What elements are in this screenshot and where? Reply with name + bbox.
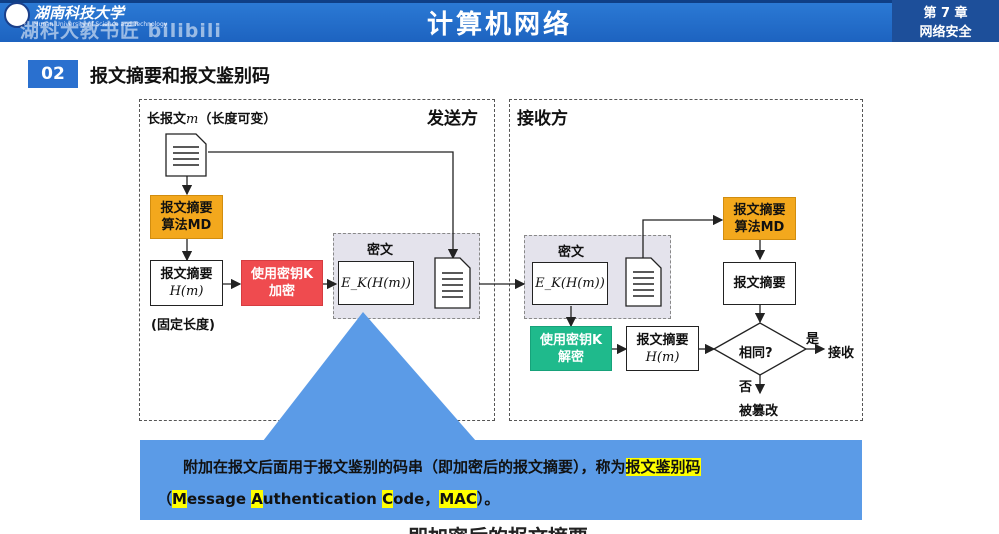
sender-md-algorithm: 报文摘要算法MD: [150, 195, 223, 239]
page-title: 计算机网络: [426, 10, 572, 40]
university-subname: Hunan University of Science and Technolo…: [34, 21, 168, 28]
receiver-panel: [509, 99, 863, 421]
sender-cipher-box: E_K(H(m)): [338, 261, 414, 305]
video-subtitle: 即加密后的报文摘要: [408, 521, 588, 534]
callout-text-line2: （Message Authentication Code，MAC）。: [157, 490, 500, 508]
receiver-digest-box: 报文摘要: [723, 262, 796, 305]
tampered-label: 被篡改: [739, 404, 779, 419]
section-number: 02: [28, 60, 78, 88]
mac-term-highlight: 报文鉴别码: [625, 458, 701, 476]
chapter-badge: [892, 0, 999, 42]
university-logo-icon: [4, 2, 30, 28]
no-label: 否: [739, 380, 753, 395]
header-top-line: [0, 0, 999, 3]
receiver-cipher-box: E_K(H(m)): [532, 262, 608, 305]
compare-label: 相同?: [739, 346, 773, 361]
sender-cipher-label: 密文: [367, 243, 394, 258]
callout-text-line1: 附加在报文后面用于报文鉴别的码串（即加密后的报文摘要），称为报文鉴别码: [183, 458, 701, 476]
chapter-number: 第 7 章: [923, 6, 968, 21]
receiver-md-algorithm: 报文摘要算法MD: [723, 197, 796, 240]
long-message-label: 长报文m（长度可变）: [147, 112, 277, 127]
chapter-name: 网络安全: [919, 25, 972, 40]
accept-label: 接收: [828, 346, 855, 361]
receiver-cipher-label: 密文: [558, 245, 585, 260]
yes-label: 是: [806, 332, 820, 347]
callout-pointer: [263, 312, 476, 441]
receiver-title: 接收方: [517, 109, 568, 129]
university-name: 湖南科技大学: [34, 4, 125, 22]
section-title: 报文摘要和报文鉴别码: [90, 66, 270, 87]
fixed-length-note: (固定长度): [151, 318, 215, 333]
compare-diamond: [712, 322, 808, 376]
video-watermark: 湖科大教书匠 bilibili: [20, 20, 222, 42]
sender-title: 发送方: [427, 109, 478, 129]
header-bar: [0, 0, 999, 42]
